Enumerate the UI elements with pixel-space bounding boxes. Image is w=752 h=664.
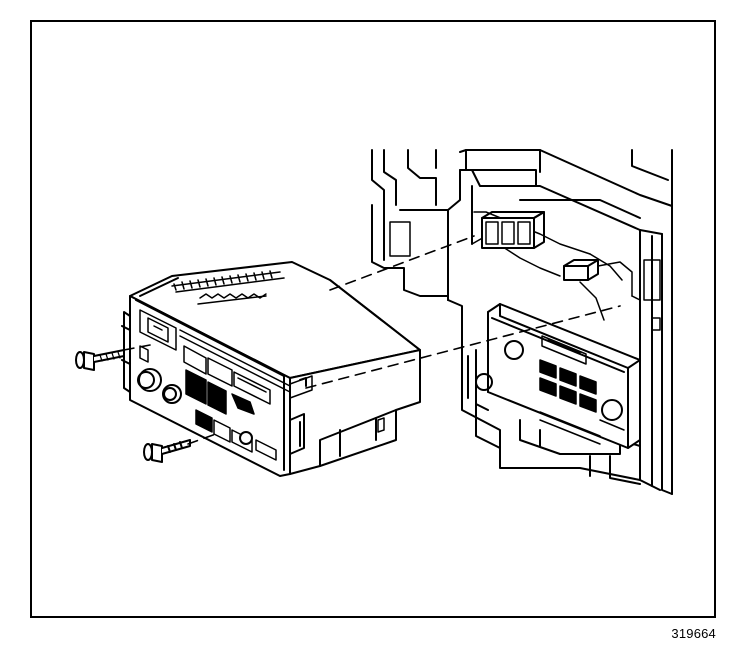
instrument-panel-cavity [371, 149, 673, 495]
radio-receiver [121, 261, 421, 477]
radio-mounting-screw [75, 349, 125, 371]
alignment-lines [123, 235, 621, 445]
radio-mounting-screw [143, 439, 191, 463]
figure-number: 319664 [671, 626, 716, 641]
climate-control-panel [467, 303, 641, 449]
